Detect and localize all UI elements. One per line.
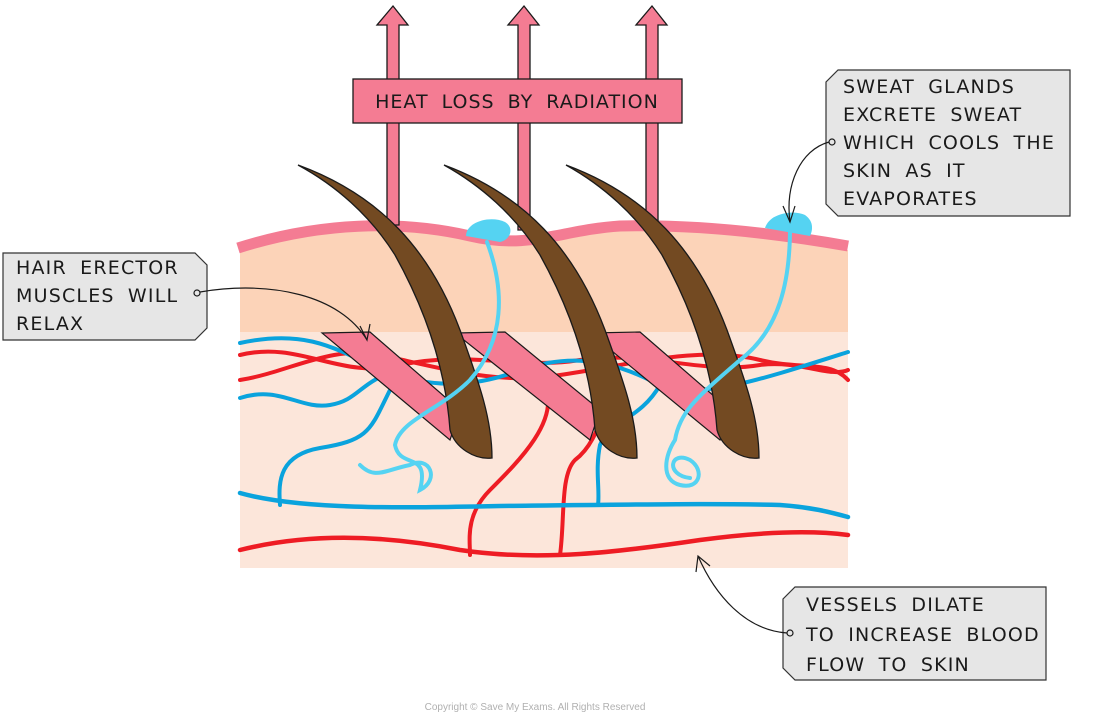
arrowhead-icon — [782, 205, 796, 224]
sweat-gland-label: SWEAT GLANDS EXCRETE SWEAT WHICH COOLS T… — [782, 69, 1071, 224]
hair-shaft — [565, 164, 760, 459]
sweat-label-line: EXCRETE SWEAT — [843, 104, 1022, 126]
sweat-label-line: EVAPORATES — [843, 188, 978, 210]
artery — [238, 350, 850, 382]
pointer-line — [788, 141, 830, 223]
sweat-label-line: SKIN AS IT — [843, 160, 966, 182]
hairs — [297, 164, 760, 459]
vessels-label: VESSELS DILATE TO INCREASE BLOOD FLOW TO… — [695, 554, 1047, 681]
arrowhead-icon — [695, 554, 711, 573]
vessels-label-line: VESSELS DILATE — [806, 594, 985, 616]
sweat-label-line: SWEAT GLANDS — [843, 76, 1015, 98]
hair-erector-label: HAIR ERECTOR MUSCLES WILL RELAX — [2, 252, 371, 342]
hair-label-line: MUSCLES WILL — [16, 285, 178, 307]
hair-label-line: RELAX — [16, 313, 84, 335]
pointer-line — [697, 555, 788, 634]
vessels-label-line: TO INCREASE BLOOD — [805, 624, 1040, 646]
arrowhead-icon — [359, 323, 371, 342]
hair-label-line: HAIR ERECTOR — [16, 257, 179, 279]
heat-loss-banner-text: HEAT LOSS BY RADIATION — [375, 91, 659, 113]
artery-main — [237, 530, 851, 558]
vein — [238, 368, 402, 408]
sweat-duct — [664, 226, 792, 488]
vein-main — [237, 490, 851, 520]
copyright-notice: Copyright © Save My Exams. All Rights Re… — [424, 702, 646, 713]
sweat-duct — [358, 240, 501, 494]
vein — [595, 383, 662, 507]
vessels-label-line: FLOW TO SKIN — [806, 654, 970, 676]
artery — [467, 383, 551, 557]
hair-shaft — [443, 164, 638, 459]
hair-shaft — [297, 164, 493, 459]
pointer-line — [199, 287, 368, 341]
heat-loss-banner: HEAT LOSS BY RADIATION — [352, 78, 683, 124]
sweat-glands — [358, 212, 813, 494]
vein — [277, 388, 392, 507]
sweat-label-line: WHICH COOLS THE — [843, 132, 1055, 154]
sweat-pore — [765, 212, 813, 236]
sweat-pore — [466, 219, 511, 242]
pointer-dot — [193, 289, 201, 297]
